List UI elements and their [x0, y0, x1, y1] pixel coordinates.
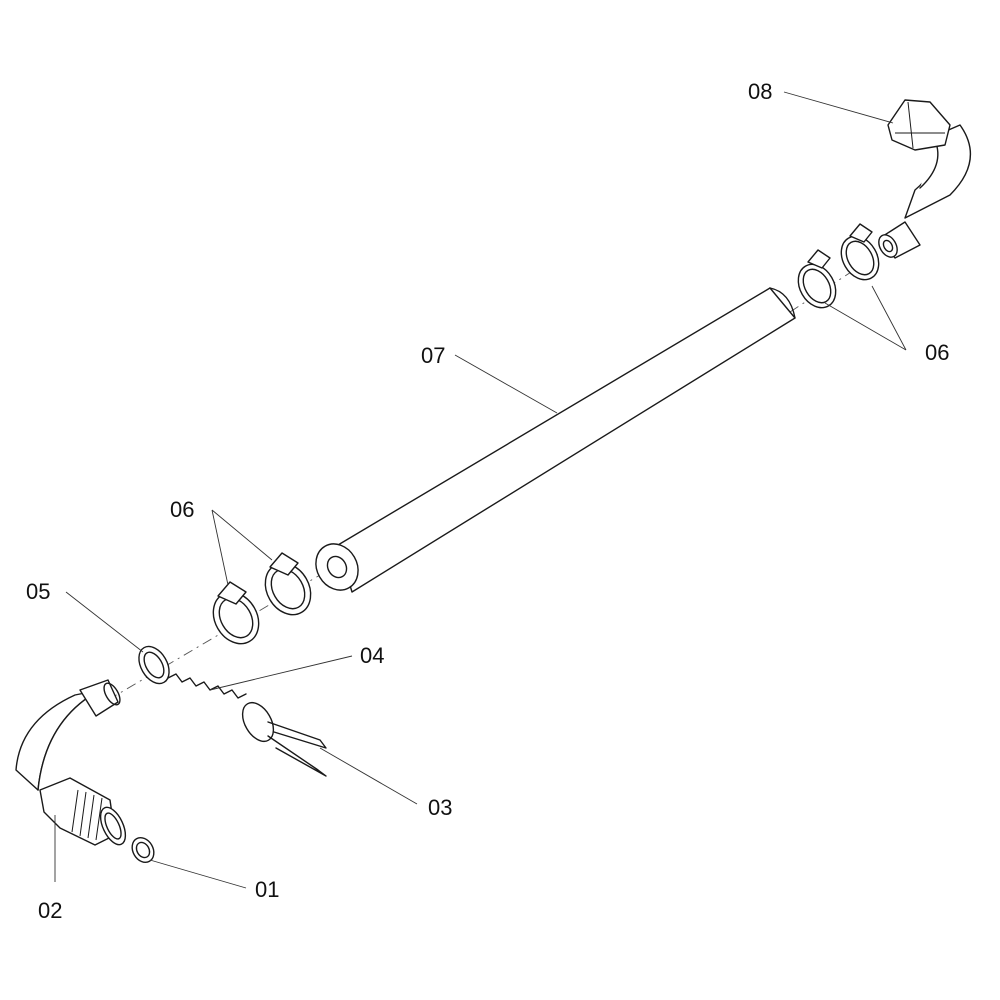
part-07-hose-tube: [315, 287, 796, 593]
leader-08: [783, 91, 894, 124]
leader-05: [65, 591, 144, 653]
part-06-clamps-right: [797, 223, 880, 309]
part-05-o-ring: [138, 645, 170, 685]
leader-01: [149, 859, 247, 889]
part-01-o-ring: [131, 836, 155, 864]
callout-03: 03: [428, 795, 452, 820]
callouts: 08 07 06 06 05 04 03 02 01: [26, 79, 949, 923]
callout-02: 02: [38, 898, 62, 923]
leader-04: [209, 655, 353, 691]
leader-03: [319, 747, 418, 805]
leader-07: [454, 354, 558, 414]
callout-07: 07: [421, 343, 445, 368]
part-03-clip: [241, 701, 327, 777]
part-04-spring: [167, 673, 247, 699]
part-06-clamps-left: [212, 552, 312, 645]
callout-08: 08: [748, 79, 772, 104]
callout-05: 05: [26, 579, 50, 604]
leader-lines: [54, 91, 907, 889]
callout-04: 04: [360, 643, 384, 668]
leader-06-right: [824, 285, 907, 351]
part-02-elbow-fitting: [15, 679, 127, 846]
callout-06-left: 06: [170, 497, 194, 522]
callout-06-right: 06: [925, 340, 949, 365]
callout-01: 01: [255, 877, 279, 902]
part-08-elbow-nut: [878, 99, 972, 259]
leader-06-left: [211, 509, 273, 586]
